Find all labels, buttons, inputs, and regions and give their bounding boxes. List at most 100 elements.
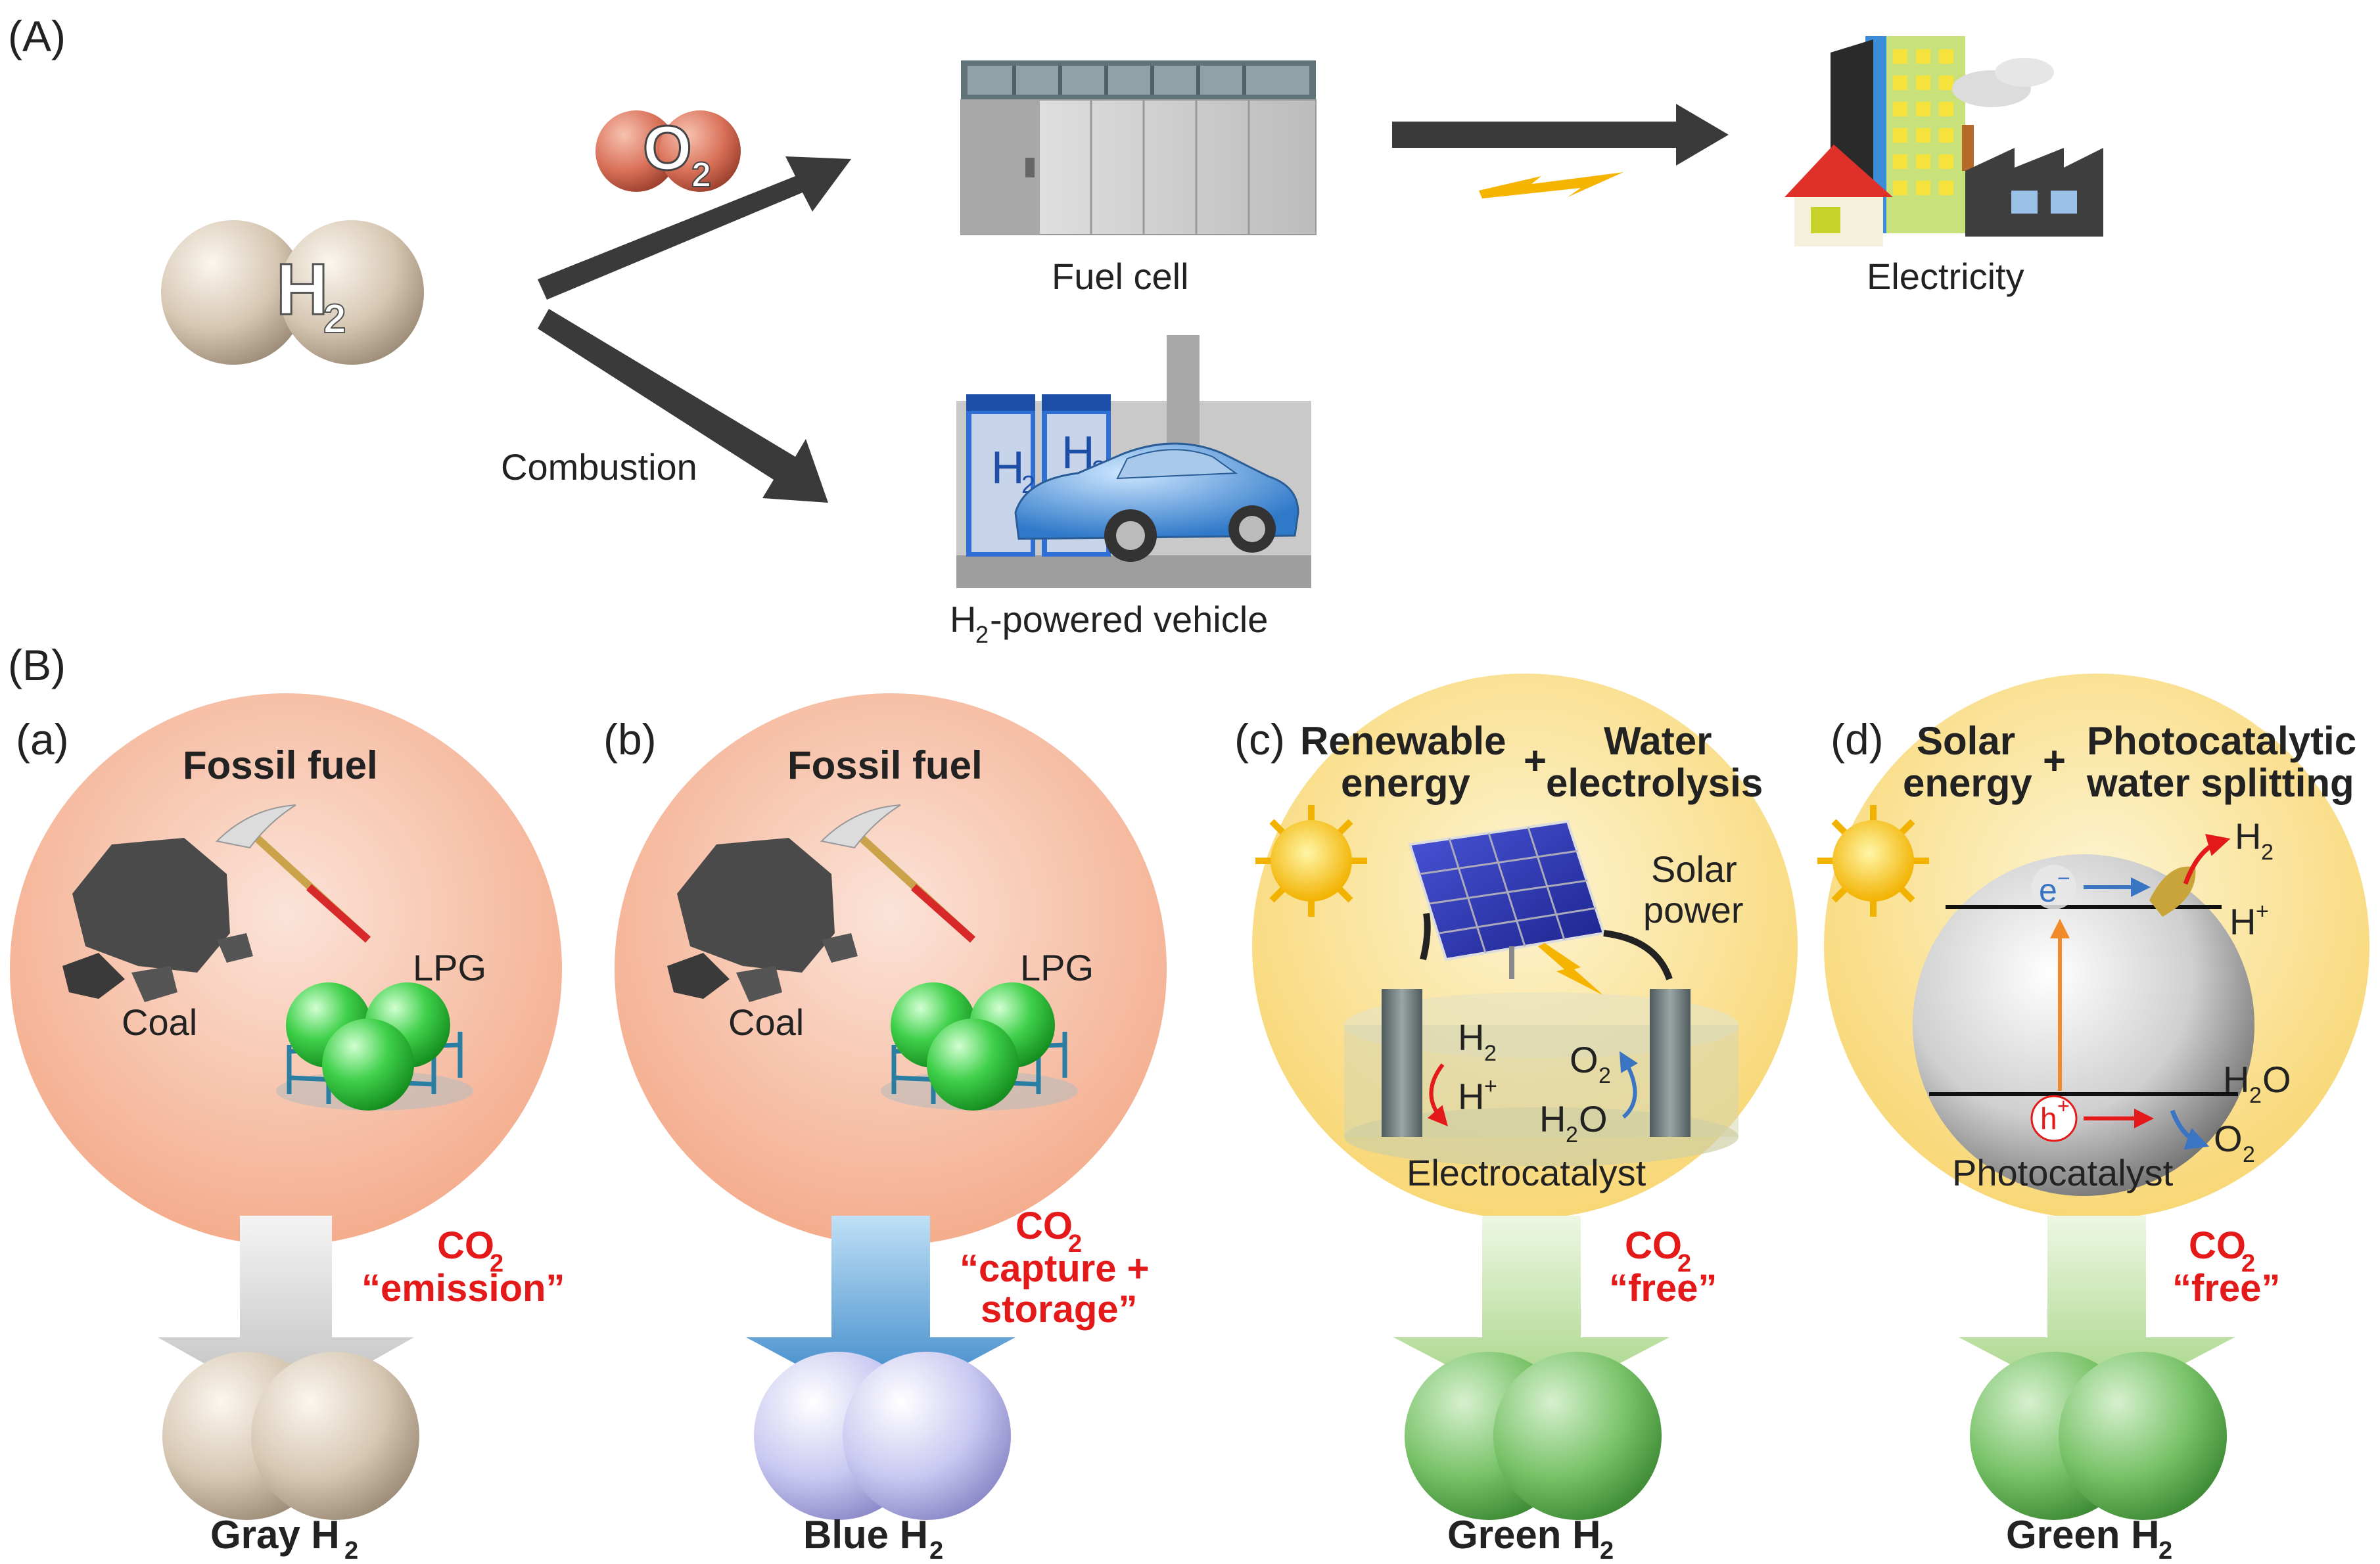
- svg-text:CO: CO: [1625, 1224, 1682, 1267]
- o2-label-d: O: [2214, 1118, 2243, 1159]
- h2-molecule-label: H: [276, 249, 328, 330]
- title-c-right-1: Water: [1604, 719, 1712, 763]
- svg-text:H: H: [950, 599, 976, 640]
- title-c-left-1: Renewable: [1300, 719, 1506, 763]
- svg-text:Green H: Green H: [1447, 1513, 1600, 1557]
- title-a: Fossil fuel: [183, 743, 378, 787]
- coal-pickaxe-icon-a: [62, 804, 371, 1002]
- result-label-c: Green H 2: [1447, 1513, 1614, 1564]
- h2-molecule: H 2: [161, 220, 424, 365]
- svg-text:2: 2: [344, 1537, 358, 1564]
- svg-text:2: 2: [1600, 1537, 1614, 1564]
- coal-label-a: Coal: [122, 1001, 197, 1043]
- svg-text:−: −: [2057, 866, 2070, 891]
- svg-text:2: 2: [2241, 1250, 2255, 1277]
- title-d-left-2: energy: [1903, 761, 2032, 805]
- svg-text:-powered vehicle: -powered vehicle: [990, 599, 1268, 640]
- lpg-label-a: LPG: [413, 947, 486, 988]
- electrocatalyst-label: Electrocatalyst: [1407, 1152, 1646, 1193]
- svg-text:CO: CO: [1015, 1205, 1073, 1247]
- arrow-to-fuel-cell: [538, 156, 851, 300]
- h2-label-d: H: [2235, 816, 2261, 857]
- co2-note-c-line1: “free”: [1609, 1267, 1717, 1310]
- o2-molecule: O 2: [595, 110, 741, 195]
- hplus-label-d: H: [2229, 901, 2256, 942]
- h2-molecule-sub: 2: [323, 296, 346, 342]
- electricity-city-icon: [1785, 36, 2103, 246]
- co2-note-b-line1: “capture +: [960, 1247, 1150, 1290]
- svg-text:+: +: [1484, 1074, 1497, 1099]
- arrow-to-electricity: [1392, 104, 1729, 166]
- co2-label-b: CO 2 “capture + storage”: [960, 1205, 1150, 1331]
- svg-text:Gray H: Gray H: [210, 1513, 340, 1557]
- panel-label-b: (B): [8, 641, 66, 689]
- co2-label-d: CO 2 “free”: [2172, 1224, 2280, 1310]
- result-label-a: Gray H 2: [210, 1513, 358, 1564]
- svg-text:+: +: [2057, 1094, 2070, 1118]
- photocatalyst-sphere: [1913, 833, 2254, 1196]
- lightning-bolt-icon: [1479, 172, 1623, 198]
- result-label-b: Blue H 2: [803, 1513, 943, 1564]
- h2-label-c: H: [1458, 1017, 1484, 1058]
- svg-text:Blue H: Blue H: [803, 1513, 928, 1557]
- title-d-right-2: water splitting: [2086, 761, 2354, 805]
- electrolysis-cell: [1344, 913, 1738, 1166]
- hole-label: h: [2040, 1101, 2057, 1136]
- result-label-d: Green H 2: [2006, 1513, 2172, 1564]
- lpg-label-b: LPG: [1020, 947, 1094, 988]
- electron-label: e: [2039, 872, 2057, 909]
- svg-text:2: 2: [2249, 1083, 2262, 1108]
- co2-label-a: CO 2 “emission”: [362, 1224, 565, 1310]
- svg-text:2: 2: [1566, 1122, 1578, 1147]
- svg-text:2: 2: [1677, 1250, 1691, 1277]
- svg-text:+: +: [2256, 899, 2269, 924]
- combustion-label: Combustion: [501, 446, 697, 488]
- h2o-label-c: H: [1539, 1098, 1566, 1139]
- svg-text:2: 2: [2243, 1142, 2255, 1167]
- fuel-cell-icon: [960, 60, 1317, 235]
- svg-text:Green H: Green H: [2006, 1513, 2159, 1557]
- plus-d: +: [2043, 739, 2066, 783]
- hplus-label-c: H: [1458, 1076, 1484, 1117]
- electricity-label: Electricity: [1867, 256, 2024, 297]
- tag-b: (b): [603, 715, 657, 764]
- station-sign-left: H: [991, 442, 1025, 493]
- title-d-left-1: Solar: [1917, 719, 2015, 763]
- tag-d: (d): [1831, 715, 1884, 764]
- h2o-label-d: H: [2223, 1059, 2249, 1100]
- svg-text:O: O: [2262, 1059, 2291, 1100]
- gray-h2-molecule: [162, 1352, 419, 1520]
- svg-text:2: 2: [1068, 1230, 1082, 1258]
- svg-text:2: 2: [929, 1537, 943, 1564]
- svg-text:2: 2: [1484, 1041, 1497, 1066]
- lpg-tanks-icon-b: [881, 982, 1078, 1111]
- sun-icon-d: [1817, 805, 1929, 917]
- svg-text:2: 2: [490, 1250, 503, 1277]
- co2-note-a-line1: “emission”: [362, 1267, 565, 1310]
- solar-power-label-2: power: [1643, 889, 1744, 931]
- o2-label-c: O: [1570, 1039, 1598, 1080]
- title-b: Fossil fuel: [787, 743, 983, 787]
- o2-molecule-label: O: [643, 113, 692, 183]
- co2-note-d-line1: “free”: [2172, 1267, 2280, 1310]
- fuel-cell-label: Fuel cell: [1052, 256, 1189, 297]
- panel-label-a: (A): [8, 12, 66, 60]
- solar-power-label-1: Solar: [1651, 848, 1737, 890]
- co2-label-c: CO 2 “free”: [1609, 1224, 1717, 1310]
- coal-label-b: Coal: [728, 1001, 804, 1043]
- svg-text:CO: CO: [2189, 1224, 2246, 1267]
- lightning-bolt-icon-c: [1538, 943, 1604, 996]
- lpg-tanks-icon-a: [276, 982, 473, 1111]
- vehicle-label: H 2 -powered vehicle: [950, 599, 1268, 648]
- photocatalyst-label: Photocatalyst: [1952, 1152, 2174, 1193]
- o2-molecule-sub: 2: [691, 155, 711, 195]
- sun-icon-c: [1255, 805, 1367, 917]
- svg-text:2: 2: [2158, 1537, 2172, 1564]
- h2-vehicle-scene: H 2 H 2: [956, 335, 1311, 588]
- svg-text:2: 2: [2261, 840, 2274, 865]
- tag-c: (c): [1234, 715, 1285, 764]
- plus-c: +: [1524, 739, 1547, 783]
- co2-note-b-line2: storage”: [981, 1288, 1138, 1331]
- svg-text:CO: CO: [437, 1224, 494, 1267]
